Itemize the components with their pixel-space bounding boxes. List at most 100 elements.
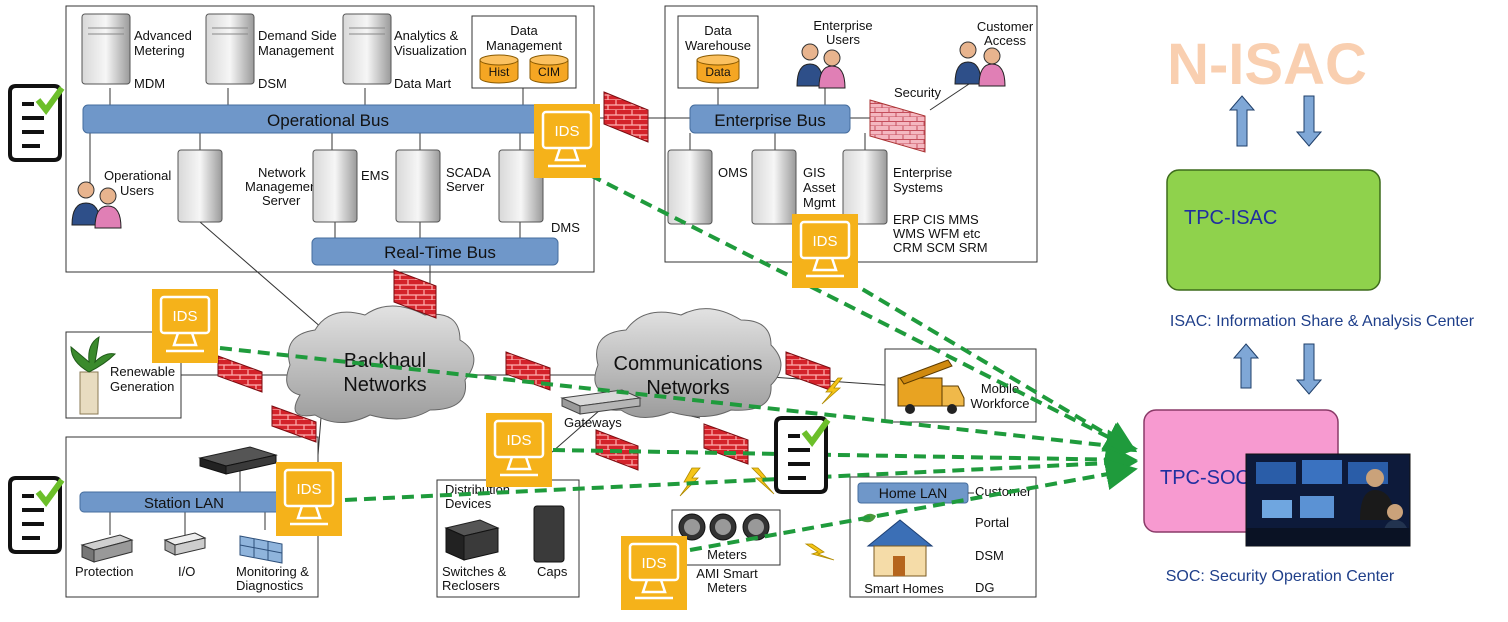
tpc-isac-box: TPC-ISAC	[1166, 169, 1381, 291]
operational-bus-label: Operational Bus	[267, 111, 389, 130]
up-arrow-icon	[1228, 95, 1256, 147]
scada-line2: Server	[446, 179, 485, 194]
ids-icon: IDS	[534, 104, 600, 178]
es-line2: Systems	[893, 180, 943, 195]
home-right-portal: Portal	[975, 515, 1009, 530]
operational-users-line2: Users	[120, 183, 154, 198]
backhaul-line1: Backhaul	[344, 350, 426, 372]
firewall-realtime	[393, 269, 437, 319]
ids-label: IDS	[296, 481, 321, 498]
server-analytics-line1: Analytics &	[394, 28, 459, 43]
mobile-line1: Mobile	[981, 381, 1019, 396]
security-firewall: Security	[869, 85, 941, 153]
realtime-bus: Real-Time Bus	[311, 237, 559, 266]
security-label: Security	[894, 85, 941, 100]
enterprise-users-line1: Enterprise	[813, 18, 872, 33]
server-analytics-line2: Visualization	[394, 43, 467, 58]
dms-label: DMS	[551, 220, 580, 235]
station-lan-bus: Station LAN	[79, 491, 289, 513]
home-right-customer: Customer	[975, 484, 1032, 499]
ids-icon: IDS	[152, 289, 218, 363]
caps-label: Caps	[537, 564, 568, 579]
monitoring-device: Monitoring &Diagnostics	[236, 535, 309, 593]
erp-line1: ERP CIS MMS	[893, 212, 979, 227]
server-advanced-metering-line1: Advanced	[134, 28, 192, 43]
checklist-icon	[8, 84, 65, 162]
lightning-icon	[804, 543, 835, 561]
svg-text:Analytics &Visualization: Analytics &Visualization	[394, 28, 467, 58]
server-advanced-metering-sub: MDM	[134, 76, 165, 91]
server-advanced-metering-line2: Metering	[134, 43, 185, 58]
oms-label: OMS	[718, 165, 748, 180]
data-management-line1: Data	[510, 23, 538, 38]
station-lan-label: Station LAN	[144, 495, 224, 512]
protection-label: Protection	[75, 564, 134, 579]
ids-icon: IDS	[792, 214, 858, 288]
operational-users-line1: Operational	[104, 168, 171, 183]
home-right-dsm: DSM	[975, 548, 1004, 563]
realtime-bus-label: Real-Time Bus	[384, 243, 496, 262]
gis-line1: GIS	[803, 165, 826, 180]
server-analytics: Analytics &Visualization Data Mart	[342, 13, 467, 91]
ids-report-arrows	[219, 173, 1138, 552]
backhaul-line2: Networks	[343, 374, 426, 396]
nisac-title: N-ISAC	[1167, 32, 1367, 97]
firewall-mobile	[785, 351, 831, 391]
server-ems: EMS	[312, 149, 390, 223]
enterprise-users-line2: Users	[826, 32, 860, 47]
ami-line2: Meters	[707, 580, 747, 595]
meters-label: Meters	[707, 547, 747, 562]
switches-line1: Switches &	[442, 564, 507, 579]
server-dsm-sub: DSM	[258, 76, 287, 91]
nms-line1: Network	[258, 165, 306, 180]
ids-label: IDS	[172, 308, 197, 325]
erp-line3: CRM SCM SRM	[893, 240, 988, 255]
customer-access-line2: Access	[984, 33, 1026, 48]
operational-bus: Operational Bus	[82, 104, 584, 134]
checklist-icon	[8, 476, 65, 554]
switches-line2: Reclosers	[442, 578, 500, 593]
up-arrow-icon	[1232, 343, 1260, 389]
server-dms: DMS	[498, 149, 580, 235]
ids-icon: IDS	[276, 462, 342, 536]
enterprise-bus: Enterprise Bus	[689, 104, 851, 134]
dw-line2: Warehouse	[685, 38, 751, 53]
ids-label: IDS	[641, 555, 666, 572]
ems-label: EMS	[361, 168, 390, 183]
soc-caption: SOC: Security Operation Center	[1166, 568, 1395, 585]
monitoring-line1: Monitoring &	[236, 564, 309, 579]
gateways-label: Gateways	[564, 415, 622, 430]
erp-line2: WMS WFM etc	[893, 226, 981, 241]
ids-label: IDS	[812, 233, 837, 250]
protection-device: Protection	[75, 534, 134, 579]
nms-line3: Server	[262, 193, 301, 208]
firewall-renewable	[217, 355, 263, 393]
home-lan-label: Home LAN	[879, 485, 947, 501]
io-label: I/O	[178, 564, 195, 579]
nms-line2: Management	[245, 179, 321, 194]
